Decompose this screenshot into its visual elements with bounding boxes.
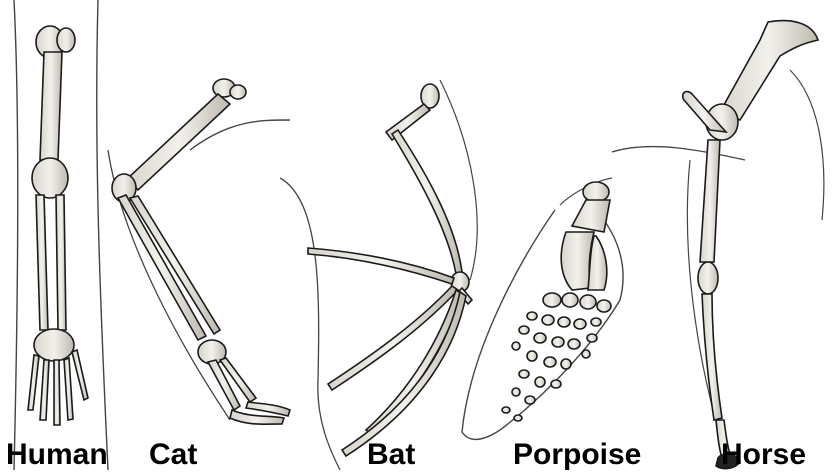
label-cat: Cat xyxy=(149,438,197,472)
label-bat: Bat xyxy=(367,438,415,472)
horse-body-outline xyxy=(612,147,745,160)
porpoise-flipper-skeleton xyxy=(462,178,623,439)
label-human: Human xyxy=(6,438,108,472)
label-horse: Horse xyxy=(721,438,806,472)
human-body-outline xyxy=(14,0,18,470)
label-porpoise: Porpoise xyxy=(513,438,641,472)
cat-leg-skeleton xyxy=(108,79,290,424)
bat-membrane-outline xyxy=(280,178,340,470)
horse-leg-skeleton xyxy=(612,21,824,469)
human-arm-skeleton xyxy=(14,0,108,470)
bat-wing-skeleton xyxy=(280,80,477,470)
porpoise-phalanges xyxy=(502,312,601,421)
